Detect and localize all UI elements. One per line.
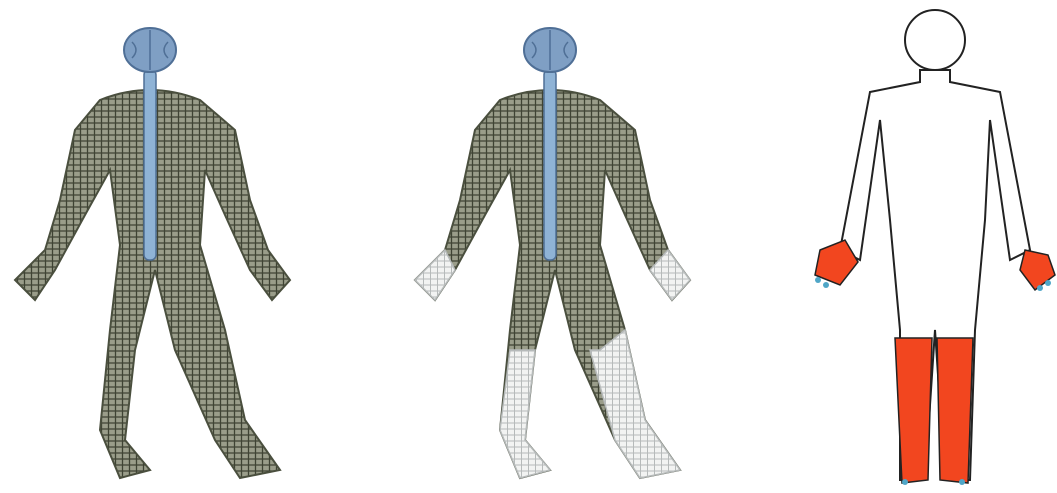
body-outline-icon: [840, 10, 1030, 480]
faded-lower-legs: [500, 330, 680, 478]
spinal-cord: [144, 70, 156, 260]
distal-nerve-loss-panel: [415, 28, 690, 478]
spinal-cord: [544, 70, 556, 260]
brain-icon: [124, 28, 176, 72]
glove-stocking-panel: [815, 10, 1055, 485]
healthy-nervous-system-panel: [15, 28, 290, 478]
brain-icon: [524, 28, 576, 72]
